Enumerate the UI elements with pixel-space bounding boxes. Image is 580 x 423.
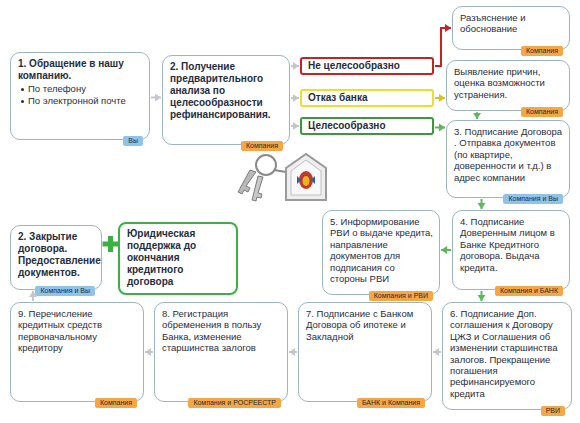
- role-tag: Компания и Вы: [503, 194, 563, 204]
- process-box: 7. Подписание с Банком Договора об ипоте…: [298, 302, 432, 402]
- role-tag: РВИ: [541, 406, 565, 416]
- process-box: Разъяснение и обоснованиеКомпания: [452, 6, 570, 50]
- flow-arrow: [478, 291, 486, 301]
- arrow-head: [445, 24, 451, 32]
- step-text: 2. Закрытие договора. Предоставление док…: [18, 231, 95, 279]
- step-text: 7. Подписание с Банком Договора об ипоте…: [306, 308, 425, 342]
- role-tag: Компания и БАНК: [495, 286, 563, 296]
- step-text: 8. Регистрация обременения в пользу Банк…: [162, 308, 281, 354]
- step-text: 4. Подписание Доверенным лицом в Банке К…: [460, 216, 563, 273]
- decision-bar: Не целесообразно: [300, 57, 434, 75]
- arrow-head: [293, 94, 299, 102]
- process-box: 5. Информирование РВИ о выдаче кредита, …: [322, 210, 440, 295]
- process-box: 6. Подписание Доп. соглашения к Договору…: [442, 302, 572, 410]
- step-text: Выявление причин, оценка возможности уст…: [454, 66, 563, 100]
- plus-symbol: [103, 236, 119, 252]
- step-text: Разъяснение и обоснование: [460, 12, 563, 35]
- flow-arrow: [289, 348, 297, 356]
- role-tag: Компания и РВИ: [369, 291, 433, 301]
- flow-arrow: [441, 246, 451, 254]
- flow-arrow: [435, 24, 451, 66]
- role-tag: Компания и РОСРЕЕСТР: [188, 398, 281, 408]
- arrow-head: [145, 348, 151, 356]
- support-box: Юридическая поддержка до окончания креди…: [118, 222, 238, 295]
- flow-arrow: [151, 94, 161, 102]
- process-box: 2. Получение предварительного анализа по…: [162, 55, 290, 145]
- arrow-head: [293, 122, 299, 130]
- process-box: 3. Подписание Договора . Отправка докуме…: [446, 120, 570, 198]
- step-text: 9. Перечисление кредитных средств первон…: [18, 308, 137, 354]
- arrow-head: [293, 62, 299, 70]
- step-text: Не целесообразно: [308, 60, 426, 72]
- arrow-head: [473, 113, 481, 119]
- process-box: 9. Перечисление кредитных средств первон…: [10, 302, 144, 402]
- step-text: Юридическая поддержка до окончания креди…: [127, 228, 230, 288]
- flow-arrow: [291, 122, 299, 130]
- flow-arrow: [433, 348, 441, 356]
- arrow-head: [155, 94, 161, 102]
- bullet-item: По электронной почте: [28, 95, 143, 106]
- arrow-head: [433, 348, 439, 356]
- role-tag: Вы: [123, 136, 143, 146]
- step-text: Целесообразно: [308, 120, 426, 132]
- arrow-head: [478, 295, 486, 301]
- arrow-head: [441, 246, 447, 254]
- role-tag: БАНК и Компания: [357, 398, 425, 408]
- arrow-head: [439, 124, 445, 132]
- process-box: Выявление причин, оценка возможности уст…: [446, 60, 570, 111]
- flow-arrow: [478, 199, 486, 209]
- flow-arrow: [291, 62, 299, 70]
- process-box: 4. Подписание Доверенным лицом в Банке К…: [452, 210, 570, 290]
- role-tag: Компания: [241, 141, 283, 151]
- step-text: 6. Подписание Доп. соглашения к Договору…: [450, 308, 565, 399]
- role-tag: Компания: [521, 46, 563, 56]
- role-tag: Компания и Вы: [35, 286, 95, 296]
- step-text: Отказ банка: [308, 92, 426, 104]
- arrow-head: [439, 94, 445, 102]
- step-text: 3. Подписание Договора . Отправка докуме…: [454, 126, 563, 183]
- step-text: 1. Обращение в нашу компанию.: [18, 58, 143, 82]
- decision-bar: Отказ банка: [300, 89, 434, 107]
- process-box: 8. Регистрация обременения в пользу Банк…: [154, 302, 288, 402]
- flow-line: [435, 28, 451, 66]
- flow-arrow: [435, 94, 445, 102]
- arrow-head: [478, 203, 486, 209]
- flow-arrow: [435, 124, 445, 132]
- flow-arrow: [291, 94, 299, 102]
- role-tag: Компания: [521, 107, 563, 117]
- keys-illustration: [238, 154, 326, 201]
- flow-arrow: [473, 112, 481, 119]
- process-box: 1. Обращение в нашу компанию.По телефону…: [10, 52, 150, 140]
- bullet-item: По телефону: [28, 83, 143, 94]
- role-tag: Компания: [95, 398, 137, 408]
- process-box: 2. Закрытие договора. Предоставление док…: [10, 225, 102, 290]
- flow-arrow: [145, 348, 153, 356]
- step-text: 2. Получение предварительного анализа по…: [170, 61, 283, 121]
- step-text: 5. Информирование РВИ о выдаче кредита, …: [330, 216, 433, 284]
- arrow-head: [289, 348, 295, 356]
- decision-bar: Целесообразно: [300, 117, 434, 135]
